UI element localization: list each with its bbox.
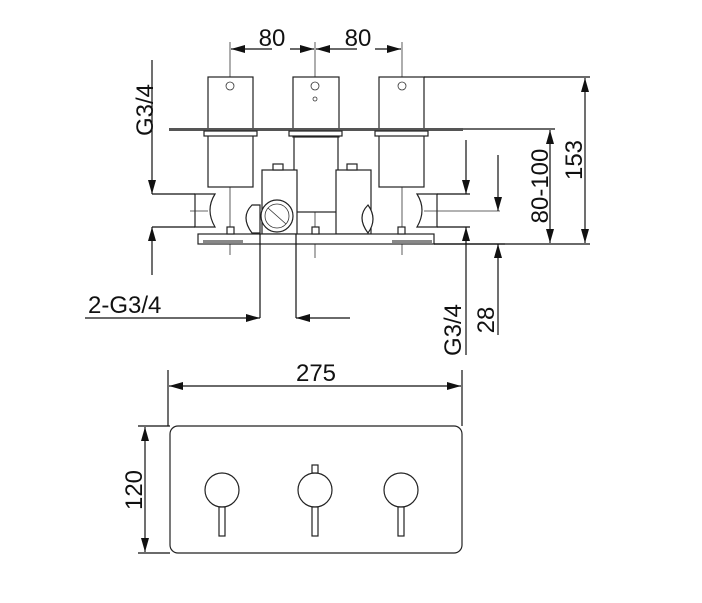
inlet-left-dimension: G3/4	[132, 60, 195, 275]
front-plate-view	[169, 425, 463, 554]
total-depth-dimension: 153	[424, 76, 590, 243]
spacing-dimension: 80 80	[231, 25, 401, 53]
spacing-left-label: 80	[259, 25, 286, 52]
inlet-right-label: G3/4	[440, 304, 467, 356]
total-depth-label: 153	[561, 140, 588, 180]
offset-label: 28	[473, 307, 500, 334]
height-label: 120	[121, 470, 148, 510]
inlet-left-label: G3/4	[132, 84, 159, 136]
width-label: 275	[296, 360, 336, 387]
valve-body-view	[169, 42, 500, 258]
height-dimension: 120	[121, 425, 170, 554]
depth-dimension: 80-100	[434, 128, 590, 245]
outlet-label: 2-G3/4	[88, 292, 161, 319]
spacing-right-label: 80	[345, 25, 372, 52]
depth-range-label: 80-100	[527, 149, 554, 224]
width-dimension: 275	[167, 360, 463, 426]
outlet-dimension: 2-G3/4	[85, 234, 350, 322]
inlet-right-dimension: G3/4	[437, 140, 470, 356]
